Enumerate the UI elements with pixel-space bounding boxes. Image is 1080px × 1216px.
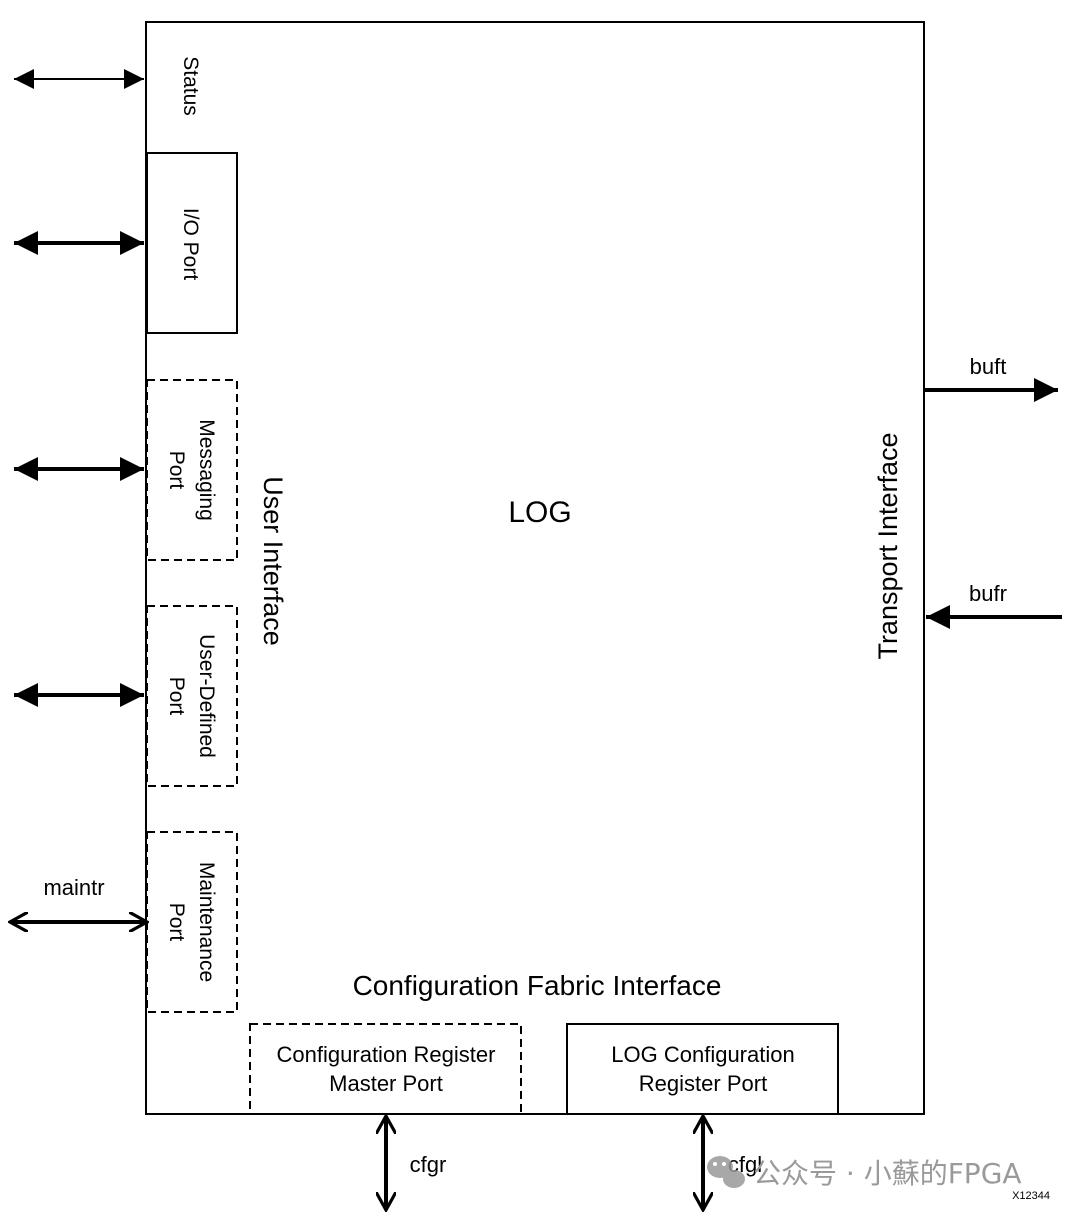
maintenance-port-box: [146, 831, 238, 1013]
log-config-register-port-box: [566, 1023, 839, 1115]
io-port-label: I/O Port: [179, 208, 202, 281]
buft-label: buft: [970, 354, 1007, 379]
io-port-box: [146, 152, 238, 334]
maintenance-port-label-line2: Port: [165, 903, 188, 942]
messaging-port-label-line2: Port: [165, 451, 188, 490]
log-title: LOG: [508, 496, 571, 529]
config-register-master-label-line1: Configuration Register: [277, 1042, 496, 1067]
bufr-label: bufr: [969, 581, 1007, 606]
wechat-icon: [707, 1156, 745, 1188]
log-main-block: [145, 21, 925, 1115]
status-label: Status: [179, 56, 202, 116]
config-register-master-label-line2: Master Port: [329, 1071, 443, 1096]
transport-interface-label: Transport Interface: [873, 432, 903, 659]
messaging-port-label-line1: Messaging: [195, 419, 218, 521]
cfgr-label: cfgr: [410, 1152, 447, 1177]
figure-id: X12344: [1012, 1190, 1050, 1202]
log-config-register-label-line2: Register Port: [639, 1071, 767, 1096]
messaging-port-box: [146, 379, 238, 561]
user-defined-port-box: [146, 605, 238, 787]
user-defined-port-label-line1: User-Defined: [195, 634, 218, 758]
user-defined-port-label-line2: Port: [165, 677, 188, 716]
user-interface-label: User Interface: [258, 476, 288, 646]
watermark-text: 公众号 · 小蘇的FPGA: [753, 1157, 1022, 1190]
maintr-label: maintr: [43, 875, 104, 900]
maintenance-port-label-line1: Maintenance: [195, 862, 218, 982]
config-register-master-port-box: [249, 1023, 522, 1115]
log-config-register-label-line1: LOG Configuration: [611, 1042, 794, 1067]
config-fabric-interface-label: Configuration Fabric Interface: [353, 970, 722, 1001]
